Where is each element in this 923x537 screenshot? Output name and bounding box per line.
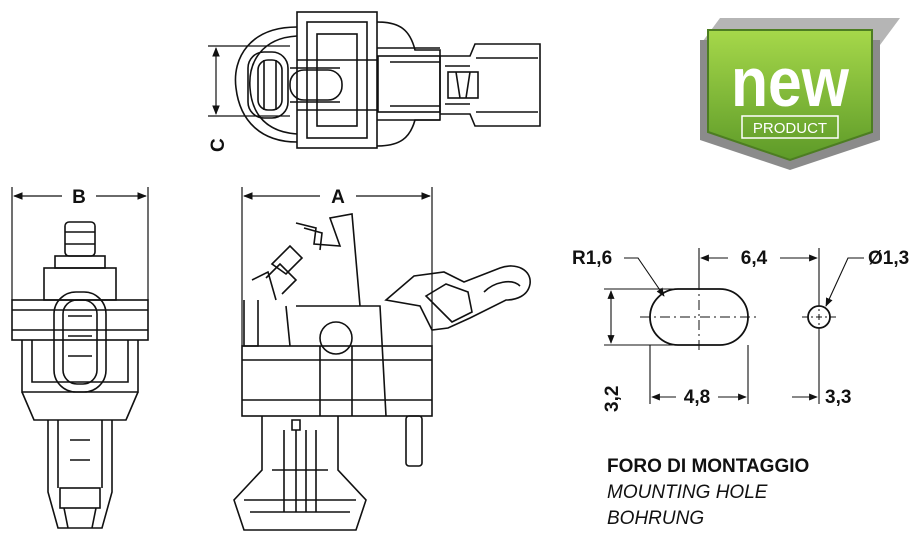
slot-length-label: 4,8: [684, 387, 710, 408]
front-view: [233, 213, 531, 531]
caption-english: MOUNTING HOLE: [607, 482, 768, 503]
mounting-hole-drawing: [604, 248, 864, 404]
hole-offset-label: 3,3: [825, 387, 851, 408]
dimension-b-label: B: [72, 187, 86, 208]
caption-german: BOHRUNG: [607, 508, 705, 529]
dimension-a-label: A: [331, 187, 345, 208]
badge-product-text: PRODUCT: [753, 120, 827, 137]
side-view: [11, 221, 149, 529]
dimension-b-lines: [11, 187, 149, 300]
new-product-badge: new PRODUCT: [700, 18, 900, 170]
badge-new-text: new: [731, 43, 849, 121]
dimension-c-lines: [208, 45, 290, 117]
top-view: [234, 11, 541, 149]
slot-height-label: 3,2: [602, 386, 623, 412]
radius-label: R1,6: [572, 248, 612, 269]
dimension-a-lines: [241, 187, 433, 346]
dimension-c-label: C: [208, 138, 229, 152]
slot-spacing-label: 6,4: [741, 248, 768, 269]
hole-diameter-label: Ø1,3: [868, 248, 909, 269]
caption-italian: FORO DI MONTAGGIO: [607, 456, 810, 477]
